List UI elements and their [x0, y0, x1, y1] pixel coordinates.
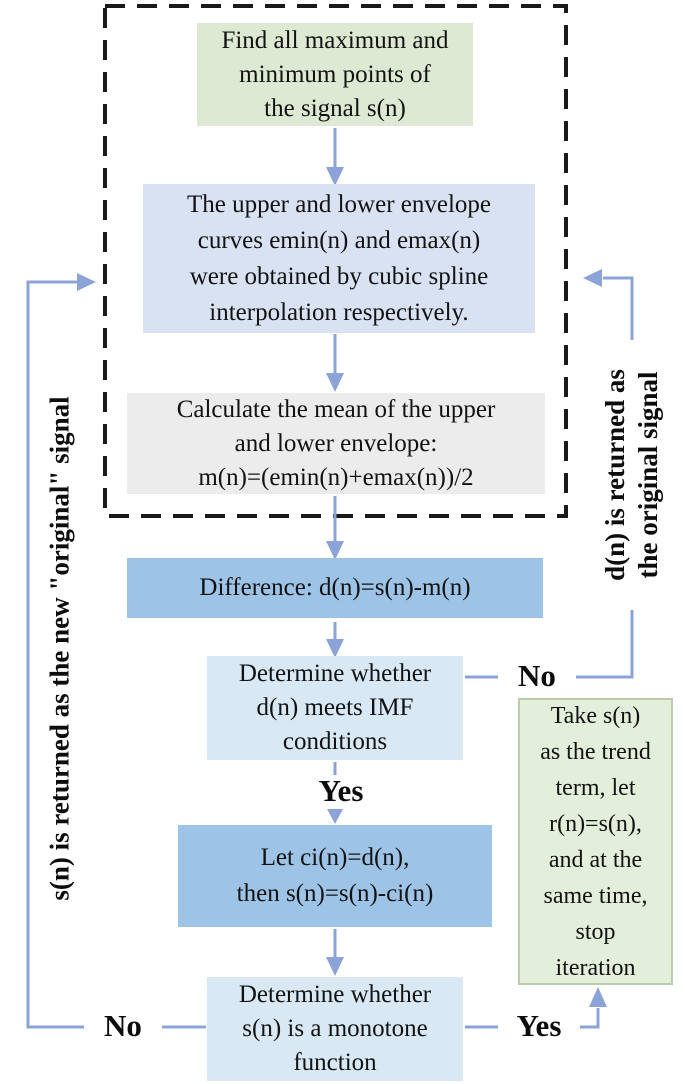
arrow-envelopes-to-mean — [326, 334, 344, 392]
monotone-no-label: No — [84, 1009, 162, 1043]
monotone-check-box: Determine whether s(n) is a monotone fun… — [207, 977, 463, 1081]
imf-yes-label: Yes — [318, 773, 364, 808]
trend-box: Take s(n) as the trend term, let r(n)=s(… — [518, 698, 673, 985]
imf-check-box: Determine whether d(n) meets IMF conditi… — [207, 656, 463, 760]
left-feedback-caption: s(n) is returned as the new "original" s… — [44, 396, 75, 901]
envelopes-box: The upper and lower envelope curves emin… — [143, 184, 535, 333]
arrow-update-to-monotone-check — [326, 929, 344, 976]
update-box: Let ci(n)=d(n), then s(n)=s(n)-ci(n) — [178, 825, 492, 927]
mean-box: Calculate the mean of the upper and lowe… — [127, 393, 545, 494]
imf-no-label: No — [498, 659, 576, 693]
arrow-mean-to-difference — [326, 496, 344, 560]
arrow-difference-to-imf-check — [326, 622, 344, 658]
find-extrema-box: Find all maximum and minimum points of t… — [197, 23, 473, 126]
difference-box: Difference: d(n)=s(n)-m(n) — [127, 558, 543, 618]
right-feedback-caption: d(n) is returned as the original signal — [599, 340, 665, 610]
arrow-extrema-to-envelopes — [326, 128, 344, 186]
arrow-imf-yes-to-update — [327, 762, 343, 824]
monotone-yes-label: Yes — [498, 1009, 580, 1043]
